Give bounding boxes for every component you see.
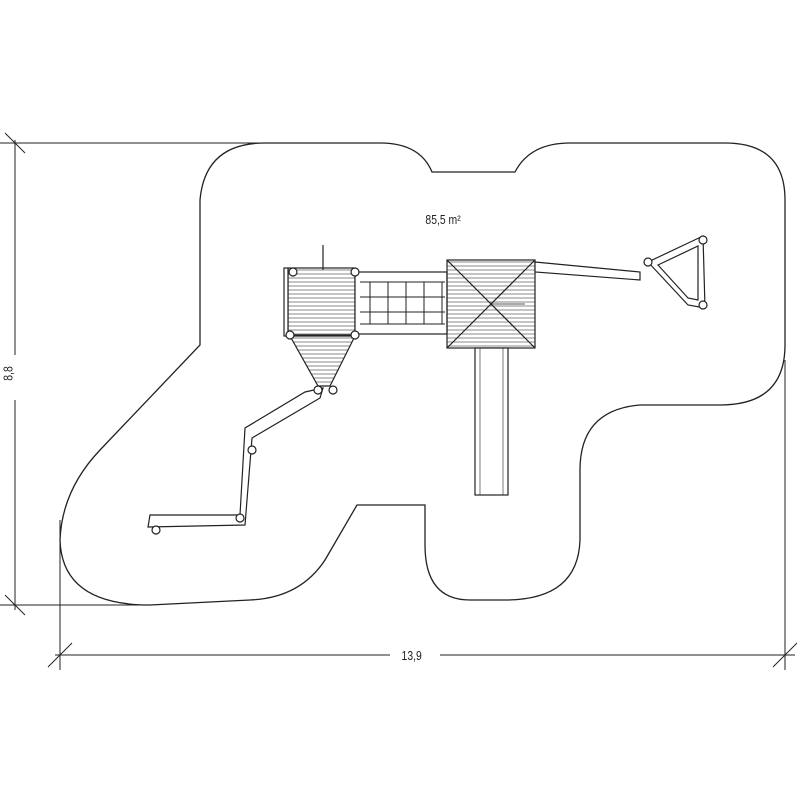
width-dimension-label: 13,9 <box>399 648 425 663</box>
play-structure <box>147 235 708 535</box>
height-dimension-label: 8,8 <box>0 363 16 384</box>
dimension-lines <box>0 132 798 670</box>
safety-zone-outline <box>59 142 786 606</box>
area-label: 85,5 m² <box>423 212 464 227</box>
